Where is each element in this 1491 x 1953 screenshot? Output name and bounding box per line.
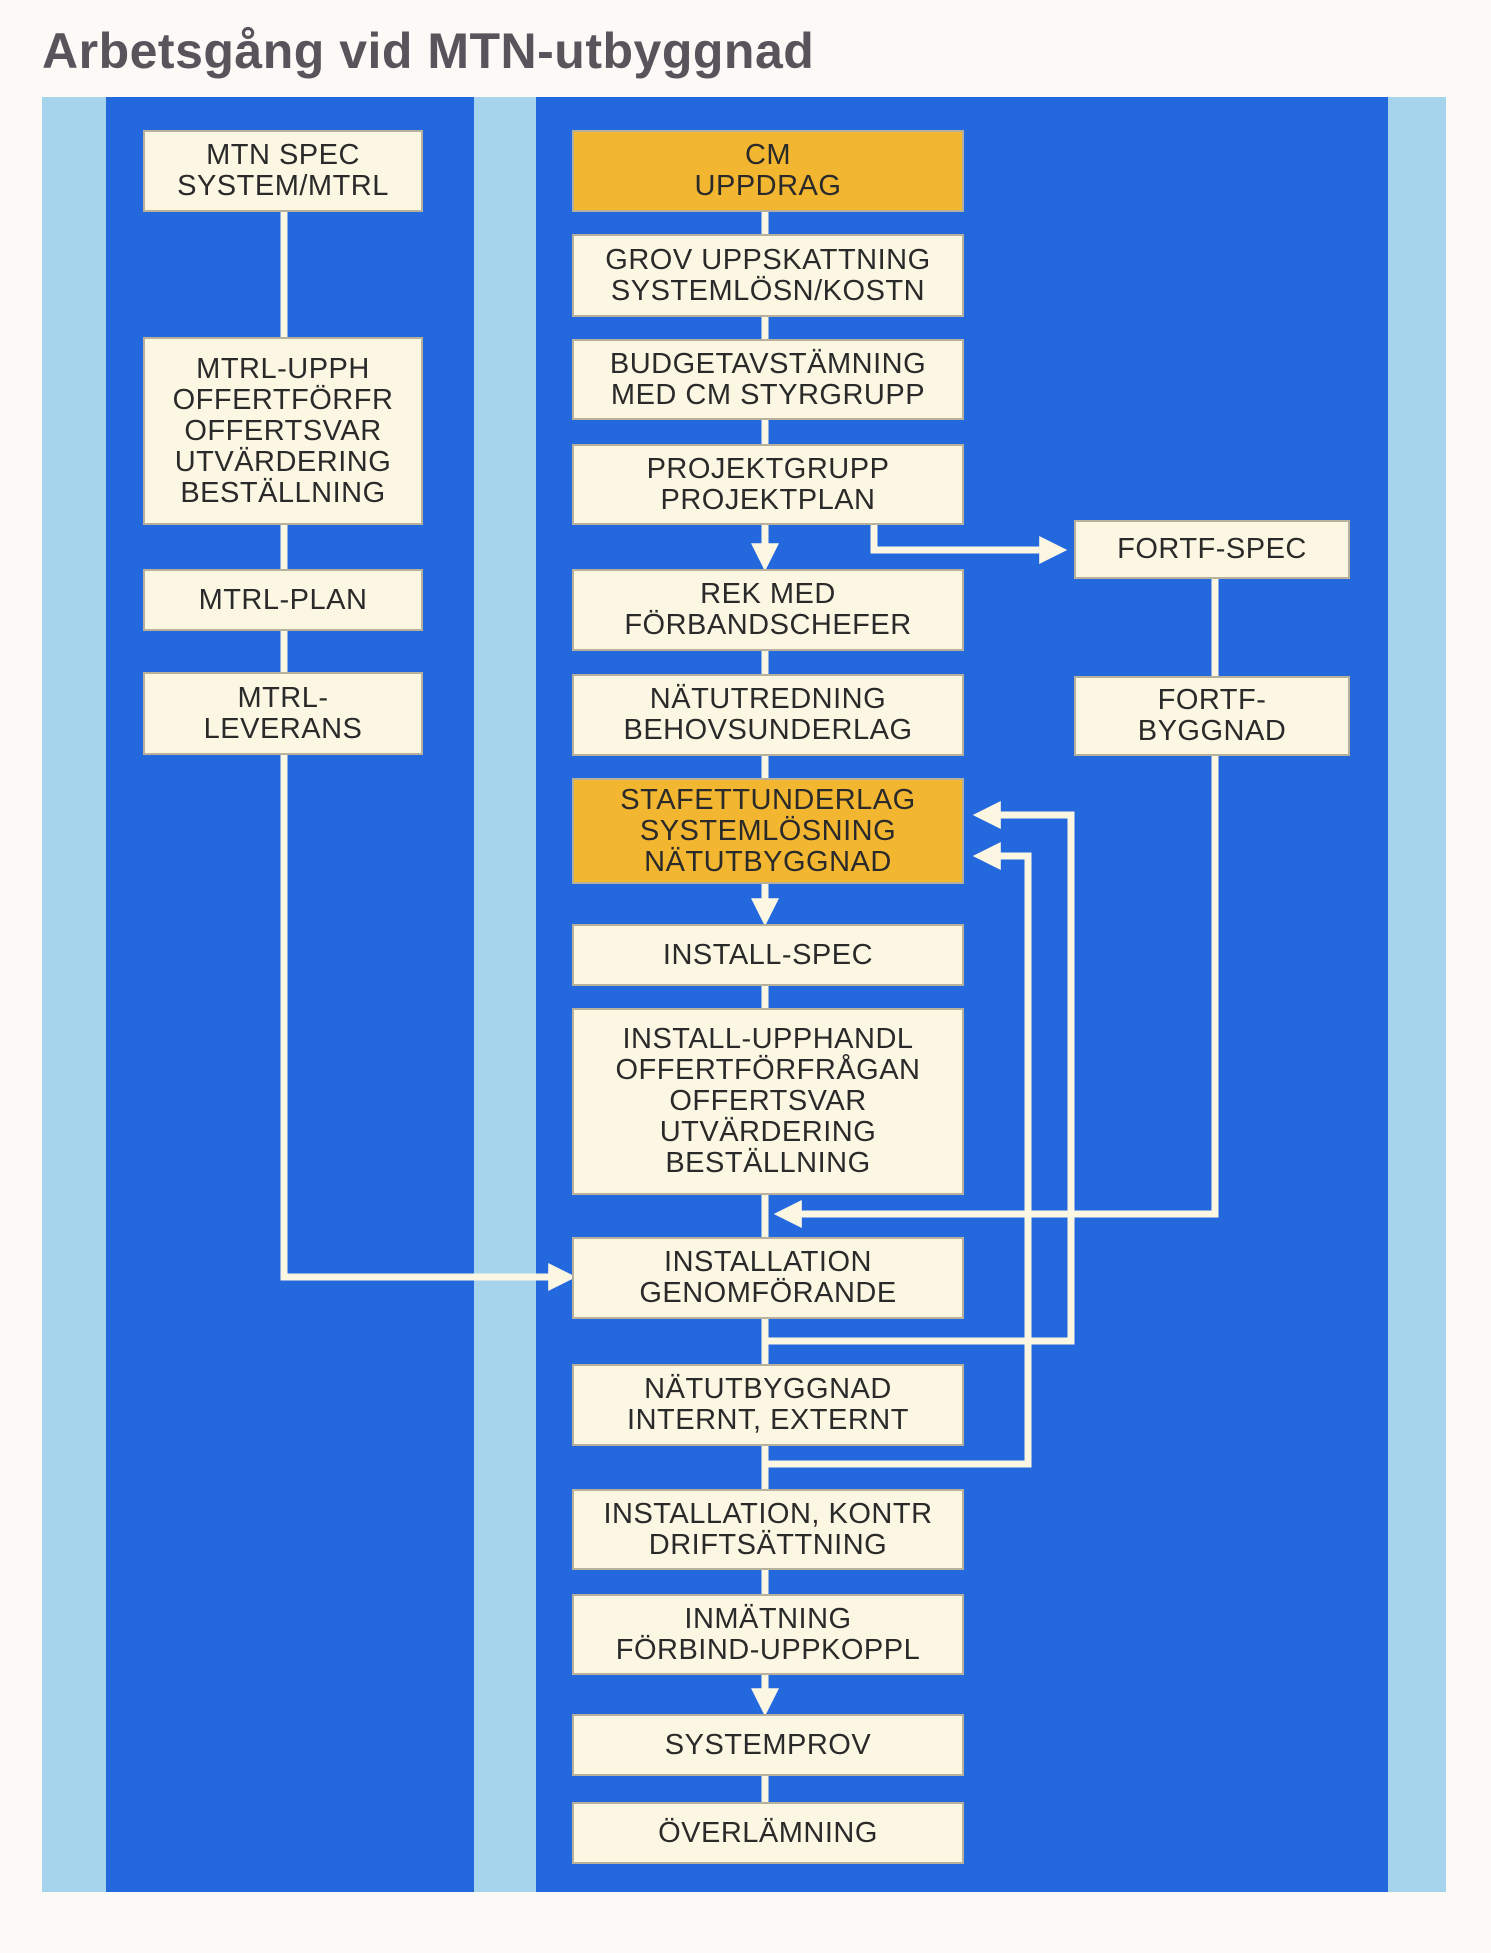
- arrow-feedback-installation: [765, 801, 1075, 1345]
- right-process-box: FORTF-SPEC: [1074, 520, 1350, 579]
- box-label-line: MTRL-: [237, 681, 329, 714]
- right-process-box: FORTF-BYGGNAD: [1074, 676, 1350, 756]
- page-title: Arbetsgång vid MTN-utbyggnad: [42, 23, 815, 79]
- box-label-line: BEHOVSUNDERLAG: [623, 714, 913, 746]
- box-label-line: BYGGNAD: [1137, 715, 1287, 747]
- background-band-pale-right: [1388, 97, 1446, 1892]
- box-label-line: FÖRBIND-UPPKOPPL: [615, 1633, 921, 1666]
- background-band-pale-left: [42, 97, 106, 1892]
- main-process-box: SYSTEMPROV: [572, 1714, 964, 1776]
- box-label-line: GROV UPPSKATTNING: [605, 243, 931, 276]
- box-label-line: INSTALLATION: [664, 1246, 872, 1278]
- box-label-line: UPPDRAG: [694, 170, 842, 202]
- box-label-line: INSTALL-UPPHANDL: [622, 1023, 914, 1055]
- main-process-box: INSTALL-SPEC: [572, 924, 964, 986]
- box-label-line: STAFETTUNDERLAG: [620, 783, 916, 816]
- box-label-line: INMÄTNING: [684, 1602, 852, 1635]
- box-label-line: MTN SPEC: [206, 139, 360, 171]
- box-label-line: OFFERTSVAR: [184, 414, 382, 447]
- arrow-fortf-byggnad-to-installation: [773, 756, 1219, 1228]
- box-label-line: SYSTEMLÖSN/KOSTN: [610, 274, 926, 307]
- background-band-pale-middle: [474, 97, 536, 1892]
- box-label-line: UTVÄRDERING: [659, 1116, 877, 1148]
- box-label-line: REK MED: [700, 578, 836, 610]
- box-label-line: INSTALL-SPEC: [662, 938, 874, 971]
- box-label-line: BESTÄLLNING: [180, 476, 386, 509]
- box-label-line: FORTF-SPEC: [1117, 533, 1307, 565]
- box-label-line: SYSTEM/MTRL: [177, 170, 389, 202]
- box-label-line: LEVERANS: [203, 712, 363, 745]
- box-label-line: OFFERTSVAR: [669, 1085, 867, 1117]
- box-label-line: FÖRBANDSCHEFER: [624, 609, 912, 641]
- box-label-line: OFFERTFÖRFRÅGAN: [615, 1054, 921, 1086]
- box-label-line: BESTÄLLNING: [665, 1147, 871, 1179]
- box-label-line: MTRL-UPPH: [196, 352, 370, 385]
- left-process-box: MTRL-LEVERANS: [143, 672, 423, 755]
- box-label-line: NÄTUTBYGGNAD: [644, 1373, 892, 1405]
- left-process-box: MTRL-PLAN: [143, 569, 423, 631]
- box-label-line: INSTALLATION, KONTR: [603, 1497, 933, 1530]
- box-label-line: SYSTEMPROV: [664, 1728, 872, 1761]
- box-label-line: MTRL-PLAN: [198, 583, 368, 616]
- box-label-line: PROJEKTPLAN: [660, 483, 876, 516]
- arrow-leverans-to-installation: [280, 755, 577, 1291]
- box-label-line: FORTF-: [1157, 684, 1267, 716]
- box-label-line: INTERNT, EXTERNT: [627, 1404, 909, 1436]
- box-label-line: NÄTUTBYGGNAD: [644, 845, 892, 878]
- arrow-feedback-natutbyggnad: [765, 842, 1032, 1468]
- box-label-line: PROJEKTGRUPP: [646, 452, 890, 485]
- box-label-line: SYSTEMLÖSNING: [639, 814, 897, 847]
- box-label-line: GENOMFÖRANDE: [639, 1277, 897, 1309]
- box-label-line: MED CM STYRGRUPP: [610, 378, 926, 411]
- arrow-projektplan-to-fortf-spec: [870, 525, 1068, 564]
- box-label-line: CM: [744, 139, 792, 171]
- box-label-line: NÄTUTREDNING: [649, 683, 887, 715]
- box-label-line: UTVÄRDERING: [174, 445, 392, 478]
- box-label-line: OFFERTFÖRFR: [172, 383, 394, 416]
- box-label-line: DRIFTSÄTTNING: [648, 1528, 888, 1561]
- box-label-line: BUDGETAVSTÄMNING: [609, 347, 927, 380]
- main-process-box: ÖVERLÄMNING: [572, 1802, 964, 1864]
- box-label-line: ÖVERLÄMNING: [658, 1816, 878, 1849]
